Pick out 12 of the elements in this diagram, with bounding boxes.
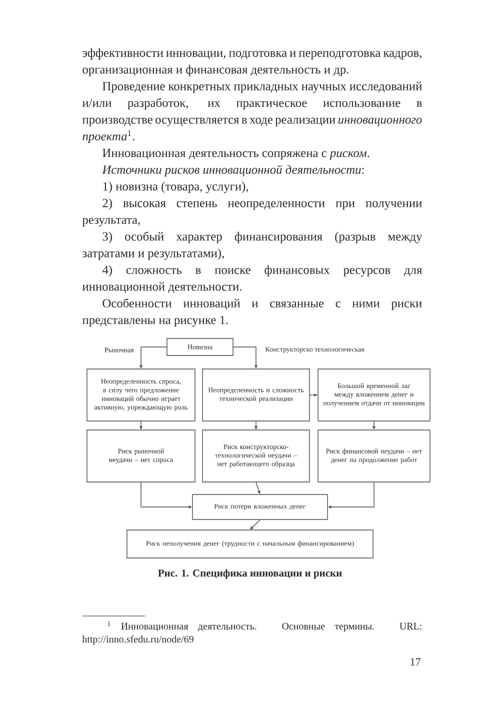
paragraph: Особенности инноваций и связанные с ними риски представлены на рисунке 1. (82, 298, 422, 327)
figure-caption: Рис. 1. Специфика инновации и риски (158, 569, 342, 579)
paragraph: 1) новизна (товара, услуги), (103, 182, 248, 194)
paragraph: 2) высокая степень неопределенности при получении результата, (82, 198, 422, 226)
paragraph: Инновационная деятельность сопряжена с риском. (102, 148, 370, 160)
footnote: $^{1}$ Инновационная деятельность. Основные термины. URL: http://inno.sfedu.ru/node/69 (82, 621, 422, 645)
paragraph: Источники рисков инновационной деятельности: (102, 164, 364, 176)
paragraph: Проведение конкретных прикладных научных исследований и/или разработок, их практическое использование в производстве осуществляется в ходе реализации инновационного проекта$^{1}$. (82, 82, 422, 143)
page-number: 17 (410, 658, 420, 666)
paragraph: эффективности инновации, подготовка и переподготовка кадров, организационная и финансовая деятельность и др. (82, 48, 422, 76)
paragraph: 4) сложность в поиске финансовых ресурсов для инновационной деятельности. (82, 265, 422, 293)
paragraph: 3) особый характер финансирования (разрыв между затратами и результатами), (82, 232, 422, 260)
